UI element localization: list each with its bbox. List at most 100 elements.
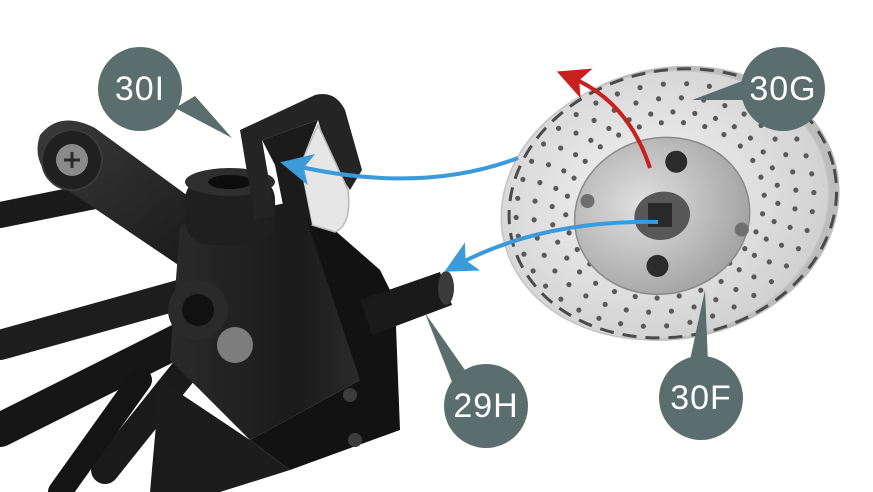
drilled-hole: [558, 145, 564, 151]
drilled-hole: [722, 102, 728, 109]
drilled-hole: [633, 100, 639, 106]
drilled-hole: [761, 192, 767, 198]
drilled-hole: [702, 124, 708, 130]
drilled-hole: [640, 323, 646, 329]
drilled-hole: [532, 198, 538, 204]
drilled-hole: [668, 308, 675, 314]
drilled-hole: [712, 115, 719, 122]
drilled-hole: [706, 83, 712, 89]
drilled-hole: [771, 218, 777, 225]
drilled-hole: [632, 293, 638, 300]
drilled-hole: [787, 224, 793, 230]
leader-pointer: [692, 80, 755, 100]
drilled-hole: [542, 283, 549, 289]
pivot-screw-icon: [217, 327, 253, 363]
drilled-hole: [718, 278, 724, 285]
drilled-hole: [564, 193, 571, 199]
hub-screw-icon: [646, 254, 669, 277]
drilled-hole: [573, 130, 579, 136]
drilled-hole: [670, 109, 676, 115]
drilled-hole: [736, 267, 742, 273]
drilled-hole: [772, 136, 778, 142]
disc-rotation-arrow: [556, 68, 652, 169]
drilled-hole: [572, 152, 579, 158]
drilled-hole: [809, 171, 815, 177]
callout-30I-label: 30I: [114, 69, 166, 108]
drilled-hole: [742, 246, 748, 252]
drilled-hole: [558, 296, 564, 302]
drilled-hole: [774, 182, 780, 188]
drilled-hole: [747, 135, 754, 141]
drilled-hole: [597, 144, 603, 150]
assembly-arrow: [444, 219, 659, 272]
drilled-hole: [563, 212, 569, 218]
drilled-hole: [591, 117, 597, 124]
leader-pointer: [425, 313, 465, 382]
drilled-hole: [769, 165, 775, 171]
drilled-hole: [555, 125, 562, 131]
drilled-hole: [760, 149, 766, 155]
drilled-hole: [545, 162, 552, 168]
callout-29H: 29H: [444, 364, 528, 448]
callout-30I: 30I: [98, 47, 182, 131]
drilled-hole: [790, 169, 796, 175]
leader-pointers: [175, 80, 755, 382]
drilled-hole: [710, 313, 716, 319]
hub-screw-icon: [665, 150, 688, 173]
drilled-hole: [804, 227, 810, 234]
drilled-hole: [540, 141, 547, 147]
drilled-hole: [793, 187, 799, 193]
drilled-hole: [571, 175, 577, 181]
callout-30G: 30G: [741, 47, 825, 131]
drilled-hole: [576, 307, 582, 313]
drilled-hole: [778, 242, 785, 248]
drilled-hole: [678, 95, 684, 101]
drilled-hole: [573, 111, 579, 118]
drilled-hole: [684, 81, 690, 87]
drilled-hole: [803, 153, 809, 159]
drilled-hole: [660, 81, 666, 87]
drilled-hole: [691, 304, 697, 310]
drilled-hole: [733, 286, 739, 293]
drilled-hole: [721, 132, 727, 138]
drilled-hole: [654, 295, 660, 301]
drilled-hole: [593, 280, 599, 286]
drilled-hole: [792, 206, 798, 212]
drilled-hole: [574, 246, 580, 253]
callout-29H-label: 29H: [453, 386, 519, 425]
drilled-hole: [775, 200, 781, 207]
drilled-hole: [564, 255, 570, 261]
callout-30F: 30F: [659, 356, 743, 440]
drilled-hole: [528, 158, 535, 164]
drilled-hole: [809, 209, 815, 215]
drilled-hole: [576, 269, 583, 275]
drilled-hole: [549, 203, 555, 210]
drilled-hole: [680, 120, 687, 126]
drilled-hole: [566, 230, 572, 236]
drilled-hole: [648, 111, 654, 117]
leader-pointer: [690, 290, 708, 362]
drilled-hole: [741, 111, 747, 117]
drilled-hole: [655, 96, 662, 102]
drilled-hole: [552, 268, 558, 274]
drilled-hole: [553, 185, 559, 192]
drilled-hole: [768, 279, 775, 285]
drilled-holes: [513, 81, 817, 329]
drilled-hole: [561, 168, 567, 174]
drilled-hole: [783, 263, 790, 269]
drilled-hole: [593, 100, 599, 106]
drilled-hole: [616, 132, 622, 138]
drilled-hole: [658, 120, 664, 126]
drilled-hole: [737, 143, 743, 149]
drilled-hole: [766, 259, 772, 265]
drilled-hole: [582, 158, 588, 164]
drilled-hole: [583, 293, 589, 299]
drilled-hole: [588, 137, 594, 143]
drilled-hole: [676, 293, 682, 299]
drilled-hole: [751, 252, 758, 258]
drilled-hole: [531, 217, 537, 223]
drilled-hole: [618, 321, 624, 327]
drilled-hole: [637, 85, 643, 91]
